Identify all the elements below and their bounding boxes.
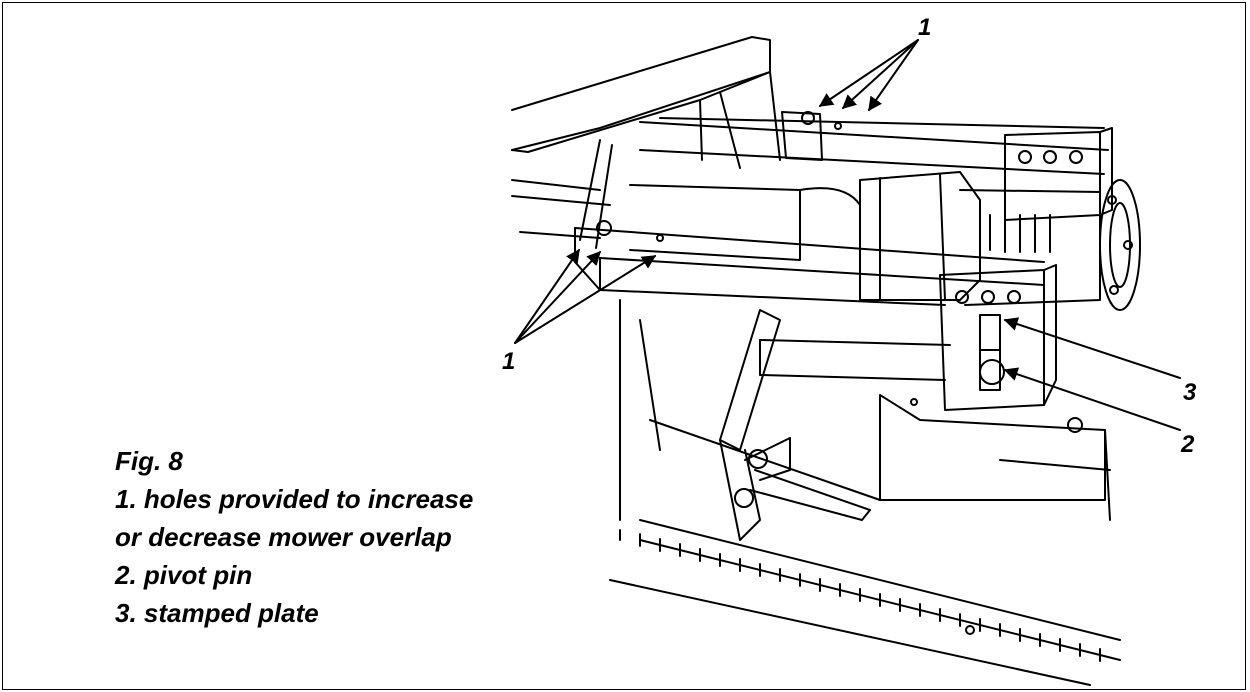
leader-arrow-3 <box>1003 317 1181 379</box>
pivot-arm <box>719 309 871 541</box>
stamped-plate <box>939 264 1057 411</box>
figure-caption-line-2: or decrease mower overlap <box>115 522 452 552</box>
leader-arrow-1c <box>868 39 919 112</box>
callout-label-1-left: 1 <box>502 348 516 375</box>
mower-deck <box>619 299 1111 521</box>
callout-label-2: 2 <box>1181 431 1195 458</box>
callout-label-3: 3 <box>1183 379 1197 406</box>
leader-arrow-1b <box>841 39 919 109</box>
lower-square-tube <box>574 220 1045 306</box>
leader-arrow-1e <box>514 250 601 344</box>
left-frame-rails <box>511 139 613 249</box>
figure-caption-line-1: 1. holes provided to increase <box>115 484 474 514</box>
upper-cover-plate <box>511 36 781 169</box>
cutter-rotor <box>609 519 1121 686</box>
upper-square-tube <box>639 111 1109 175</box>
callout-leaders <box>514 39 1181 431</box>
figure-caption-line-3: 2. pivot pin <box>115 560 253 590</box>
callout-label-1-top: 1 <box>918 14 932 41</box>
figure-caption-line-4: 3. stamped plate <box>115 598 319 628</box>
leader-arrow-1d <box>514 248 580 344</box>
leader-arrow-1a <box>818 39 919 107</box>
leader-arrow-2 <box>1003 367 1181 431</box>
figure-caption-title: Fig. 8 <box>115 446 183 476</box>
leader-arrow-1f <box>514 255 657 344</box>
figure-caption: Fig. 8 1. holes provided to increase or … <box>115 442 473 632</box>
driveshaft-gearbox <box>629 171 1141 311</box>
